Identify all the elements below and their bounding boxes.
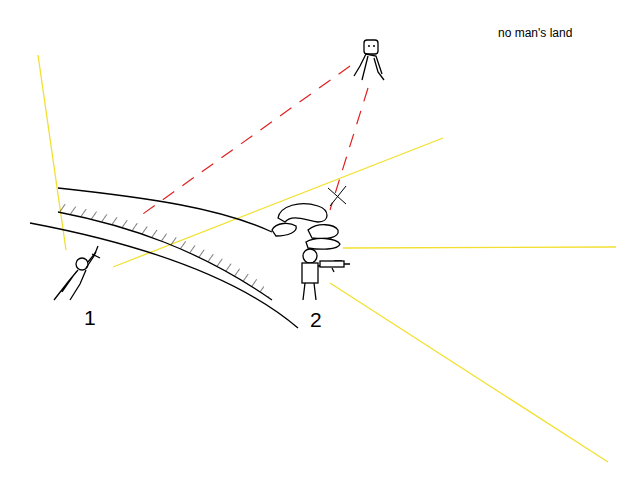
- soldier-figure: [302, 249, 350, 300]
- lines-of-fire: [140, 66, 368, 216]
- soldier-figure: [54, 246, 100, 300]
- trench: [30, 188, 298, 328]
- sight-lines: [38, 55, 616, 462]
- sandbags: [272, 204, 340, 250]
- region-label: no man's land: [498, 27, 572, 39]
- callout-number: 2: [310, 309, 322, 330]
- blocked-mark: [328, 186, 346, 206]
- callout-number: 1: [84, 307, 96, 328]
- enemy-soldier: [354, 40, 384, 80]
